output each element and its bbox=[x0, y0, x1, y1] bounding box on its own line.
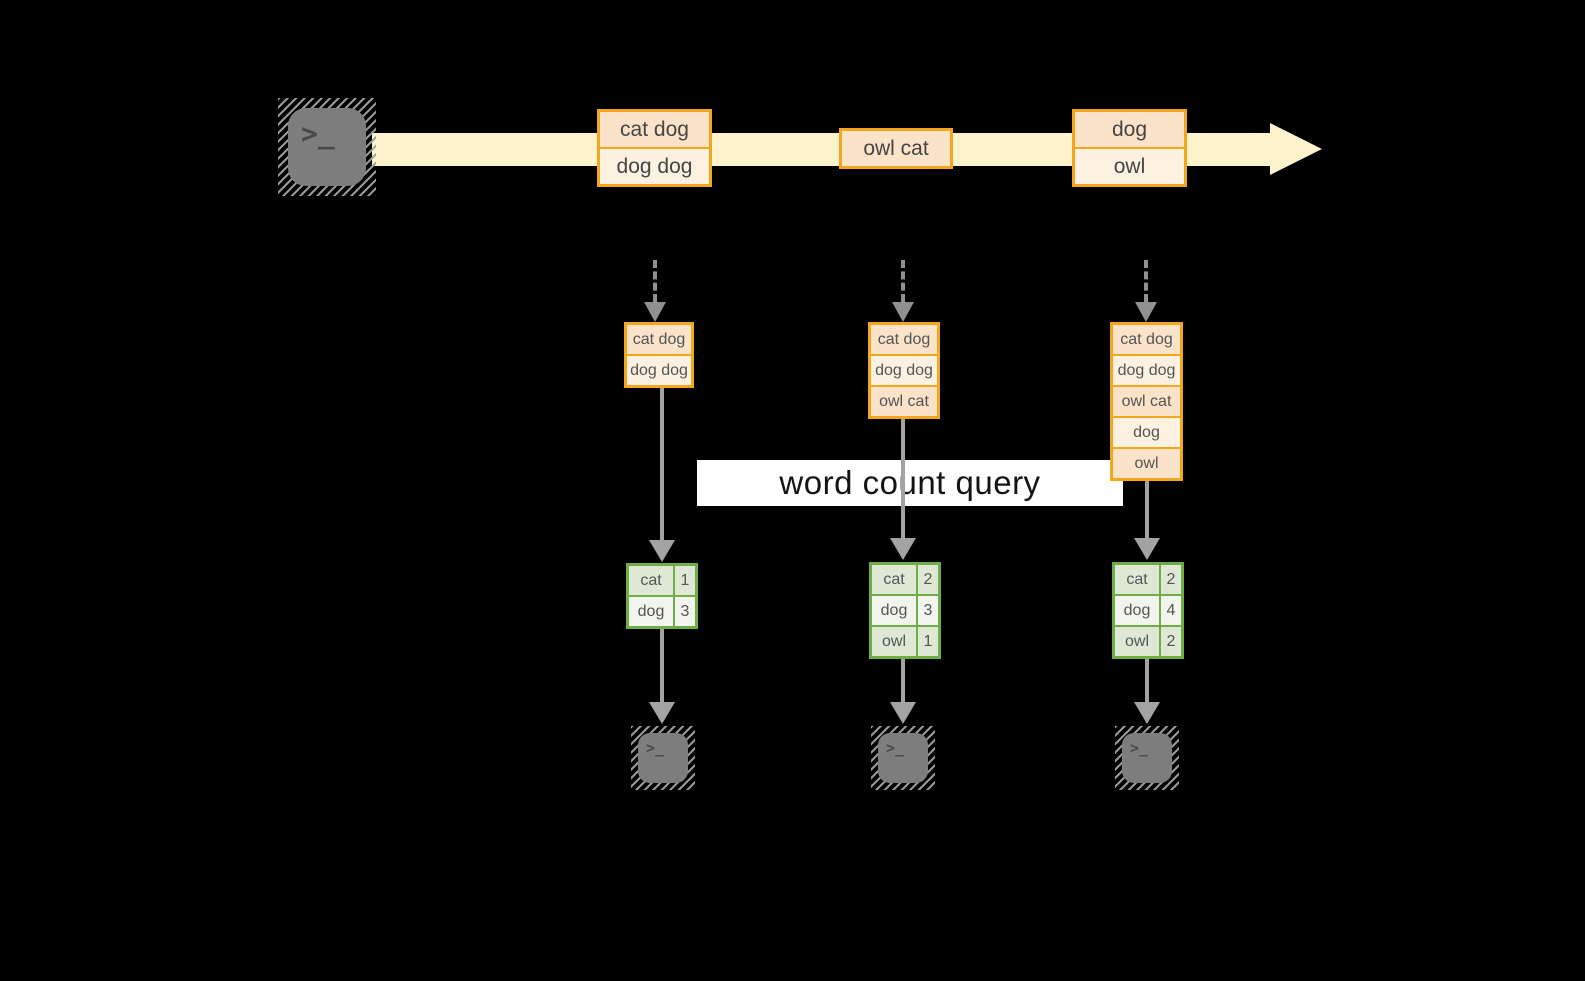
result-word: cat bbox=[872, 565, 916, 594]
stream-record: owl bbox=[1075, 149, 1184, 184]
input-table-2: cat dog dog dog owl cat bbox=[868, 322, 940, 419]
result-word: owl bbox=[1115, 627, 1159, 656]
flow-line bbox=[660, 629, 664, 702]
query-banner: word count query bbox=[697, 460, 1123, 506]
dashed-arrow-shaft bbox=[653, 260, 657, 302]
result-table-2: cat 2 dog 3 owl 1 bbox=[869, 562, 941, 659]
result-word: cat bbox=[629, 566, 673, 595]
input-row: owl cat bbox=[1113, 387, 1180, 416]
dashed-arrow-head bbox=[644, 302, 666, 322]
result-count: 3 bbox=[675, 597, 695, 626]
flow-arrow-head bbox=[1134, 538, 1160, 560]
stream-record: owl cat bbox=[842, 131, 950, 166]
result-word: dog bbox=[629, 597, 673, 626]
stream-arrow-head bbox=[1270, 123, 1322, 175]
terminal-icon: >_ bbox=[631, 726, 695, 790]
terminal-prompt-glyph: >_ bbox=[1130, 739, 1149, 757]
terminal-screen: >_ bbox=[288, 108, 366, 186]
flow-line bbox=[1145, 481, 1149, 538]
stream-batch-box-2: owl cat bbox=[839, 128, 953, 169]
result-count: 2 bbox=[918, 565, 938, 594]
result-count: 3 bbox=[918, 596, 938, 625]
dashed-arrow-head bbox=[1135, 302, 1157, 322]
flow-line bbox=[901, 659, 905, 702]
result-word: owl bbox=[872, 627, 916, 656]
stream-batch-box-1: cat dog dog dog bbox=[597, 109, 712, 187]
input-row: dog dog bbox=[1113, 356, 1180, 385]
terminal-icon: >_ bbox=[1115, 726, 1179, 790]
input-row: dog bbox=[1113, 418, 1180, 447]
stream-record: dog dog bbox=[600, 149, 709, 184]
flow-line bbox=[660, 388, 664, 540]
dashed-arrow-head bbox=[892, 302, 914, 322]
result-count: 2 bbox=[1161, 565, 1181, 594]
input-table-1: cat dog dog dog bbox=[624, 322, 694, 388]
result-count: 1 bbox=[675, 566, 695, 595]
input-row: dog dog bbox=[871, 356, 937, 385]
input-table-3: cat dog dog dog owl cat dog owl bbox=[1110, 322, 1183, 481]
terminal-prompt-glyph: >_ bbox=[301, 117, 335, 150]
stream-batch-box-3: dog owl bbox=[1072, 109, 1187, 187]
flow-arrow-head bbox=[890, 538, 916, 560]
terminal-screen: >_ bbox=[878, 733, 928, 783]
result-table-3: cat 2 dog 4 owl 2 bbox=[1112, 562, 1184, 659]
terminal-icon: >_ bbox=[871, 726, 935, 790]
input-row: cat dog bbox=[1113, 325, 1180, 354]
dashed-arrow-shaft bbox=[901, 260, 905, 302]
flow-line bbox=[1145, 659, 1149, 702]
result-word: dog bbox=[872, 596, 916, 625]
input-row: dog dog bbox=[627, 356, 691, 385]
input-row: cat dog bbox=[871, 325, 937, 354]
terminal-screen: >_ bbox=[638, 733, 688, 783]
terminal-screen: >_ bbox=[1122, 733, 1172, 783]
result-count: 1 bbox=[918, 627, 938, 656]
flow-arrow-head bbox=[649, 540, 675, 562]
query-label: word count query bbox=[779, 464, 1041, 501]
input-row: owl cat bbox=[871, 387, 937, 416]
terminal-prompt-glyph: >_ bbox=[646, 739, 665, 757]
flow-line bbox=[901, 419, 905, 538]
input-row: cat dog bbox=[627, 325, 691, 354]
stream-record: dog bbox=[1075, 112, 1184, 147]
result-table-1: cat 1 dog 3 bbox=[626, 563, 698, 629]
flow-arrow-head bbox=[890, 702, 916, 724]
result-count: 4 bbox=[1161, 596, 1181, 625]
terminal-prompt-glyph: >_ bbox=[886, 739, 905, 757]
result-count: 2 bbox=[1161, 627, 1181, 656]
result-word: dog bbox=[1115, 596, 1159, 625]
input-row: owl bbox=[1113, 449, 1180, 478]
dashed-arrow-shaft bbox=[1144, 260, 1148, 302]
flow-arrow-head bbox=[649, 702, 675, 724]
stream-record: cat dog bbox=[600, 112, 709, 147]
flow-arrow-head bbox=[1134, 702, 1160, 724]
result-word: cat bbox=[1115, 565, 1159, 594]
terminal-icon: >_ bbox=[278, 98, 376, 196]
